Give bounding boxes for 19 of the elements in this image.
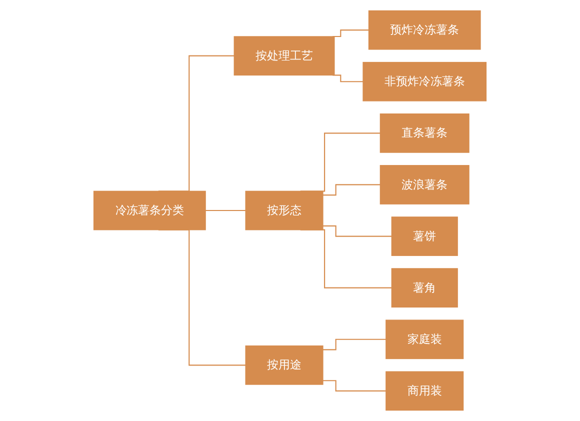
node-box: 按形态 — [245, 190, 324, 230]
connector — [322, 225, 392, 237]
connector — [332, 74, 364, 82]
node-box: 波浪薯条 — [380, 165, 470, 204]
node-box: 按处理工艺 — [234, 36, 335, 76]
connector — [322, 338, 386, 350]
node-box: 薯饼 — [391, 216, 458, 256]
node-box: 非预炸冷冻薯条 — [362, 62, 487, 102]
node-box: 商用装 — [386, 371, 464, 411]
node-box: 直条薯条 — [380, 113, 470, 153]
node-box: 冷冻薯条分类 — [93, 190, 206, 230]
node-box: 家庭装 — [386, 320, 464, 360]
connector — [206, 210, 246, 212]
node-box: 按用途 — [245, 345, 324, 385]
connector — [332, 30, 369, 38]
connector — [322, 380, 386, 392]
connector — [322, 184, 380, 196]
node-box: 预炸冷冻薯条 — [368, 10, 481, 50]
node-box: 薯角 — [391, 268, 458, 308]
